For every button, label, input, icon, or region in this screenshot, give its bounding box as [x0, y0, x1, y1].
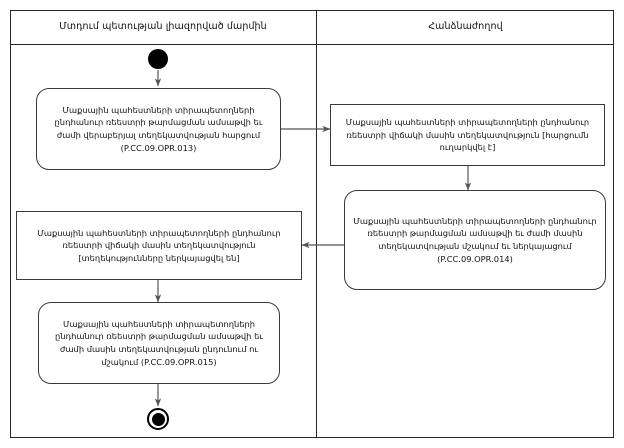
object-node-info-provided[interactable]: Մաքսային պահեստների տիրապետողների ընդհան…	[16, 211, 302, 280]
swimlane-title-left: Մտդում պետության լիազորված մարմին	[59, 21, 267, 32]
object-node-info-provided-label: Մաքսային պահեստների տիրապետողների ընդհան…	[37, 227, 281, 263]
activity-node-opr-013[interactable]: Մաքսային պահեստների տիրապետողների ընդհան…	[36, 88, 281, 170]
object-node-request-sent-label: Մաքսային պահեստների տիրապետողների ընդհան…	[345, 117, 590, 153]
swimlane-divider	[316, 10, 317, 438]
final-node	[147, 408, 169, 430]
initial-node	[148, 49, 168, 69]
activity-node-opr-015-label: Մաքսային պահեստների տիրապետողների ընդհան…	[55, 318, 263, 367]
swimlane-title-right: Հանձնաժողով	[428, 21, 503, 32]
activity-node-opr-014-label: Մաքսային պահեստների տիրապետողների ընդհան…	[353, 215, 597, 264]
swimlane-header-rule	[10, 44, 614, 45]
activity-node-opr-015[interactable]: Մաքսային պահեստների տիրապետողների ընդհան…	[38, 302, 280, 384]
object-node-request-sent[interactable]: Մաքսային պահեստների տիրապետողների ընդհան…	[330, 104, 605, 166]
activity-node-opr-013-label: Մաքսային պահեստների տիրապետողների ընդհան…	[54, 104, 263, 153]
activity-node-opr-014[interactable]: Մաքսային պահեստների տիրապետողների ընդհան…	[344, 190, 606, 290]
